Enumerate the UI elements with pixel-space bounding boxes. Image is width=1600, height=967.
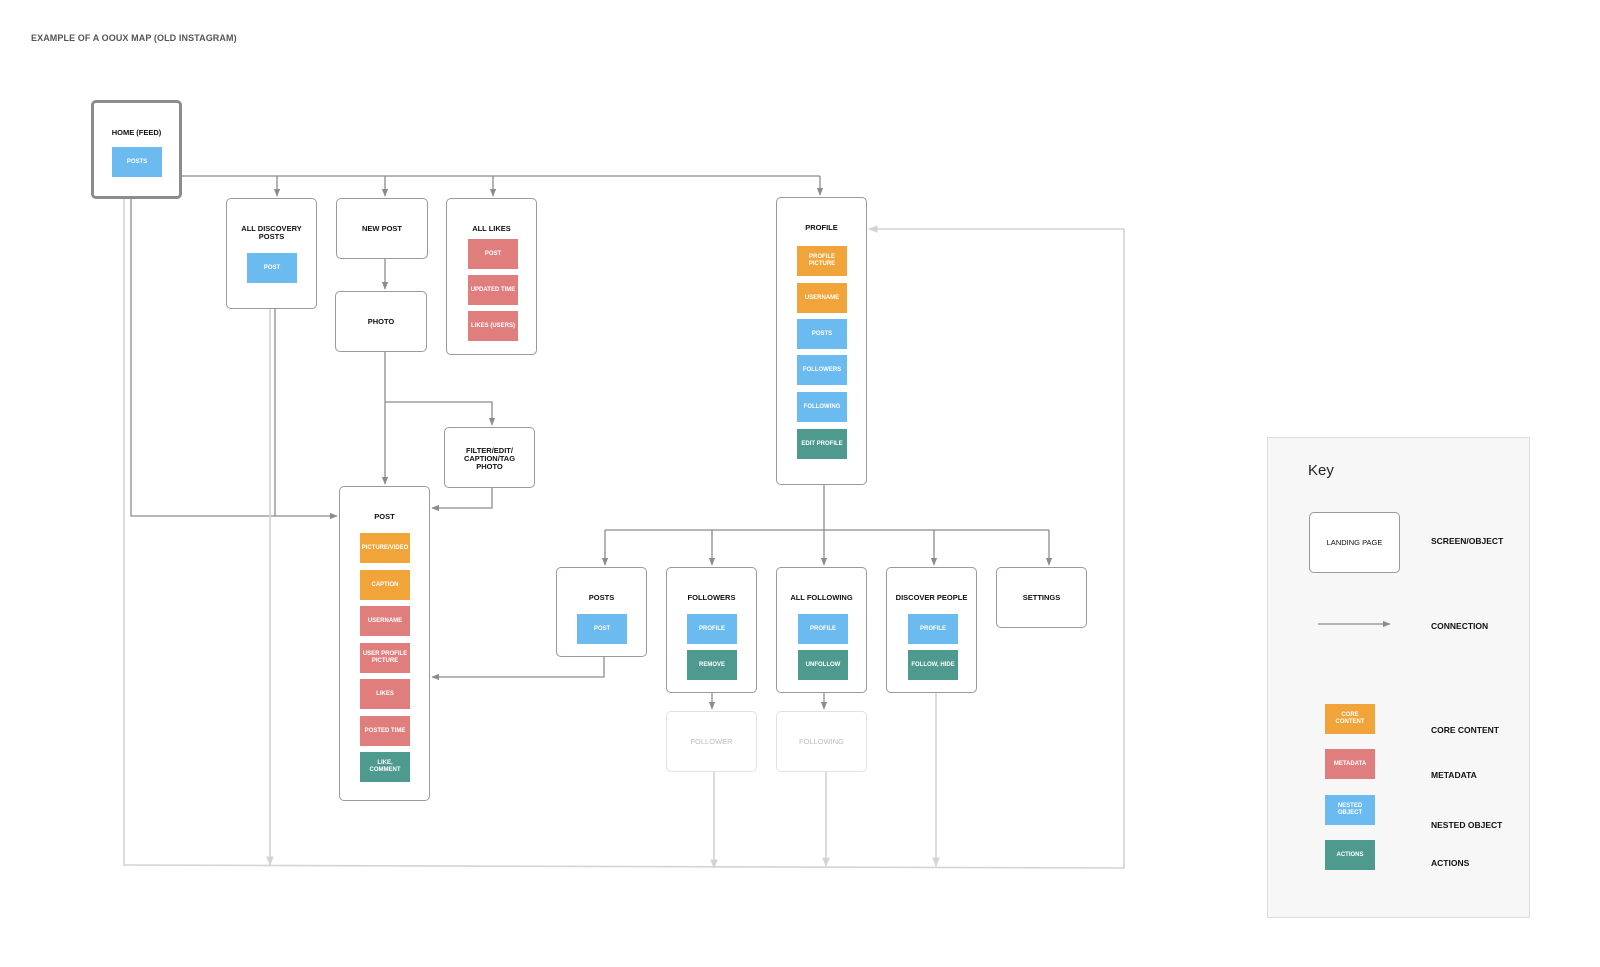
page-title: EXAMPLE OF A OOUX MAP (OLD INSTAGRAM): [31, 33, 237, 43]
key-label-connection: CONNECTION: [1431, 621, 1489, 631]
tile-profile-picture: PROFILE PICTURE: [797, 246, 847, 276]
box-title: HOME (FEED): [111, 128, 162, 137]
box-title: DISCOVER PEOPLE: [895, 593, 968, 602]
tile-username: USERNAME: [360, 606, 410, 636]
key-swatch-actions: ACTIONS: [1325, 840, 1375, 870]
conn-return-home: [123, 199, 1125, 869]
tile-edit-profile: EDIT PROFILE: [797, 429, 847, 459]
box-posts[interactable]: POSTS POST: [556, 567, 647, 657]
tile-follow-hide: FOLLOW, HIDE: [908, 650, 958, 680]
box-all-likes[interactable]: ALL LIKES POST UPDATED TIME LIKES (USERS…: [446, 198, 537, 355]
box-home-feed[interactable]: HOME (FEED) POSTS: [91, 100, 182, 199]
tile-user-profile-picture: USER PROFILE PICTURE: [360, 643, 410, 673]
box-all-following[interactable]: ALL FOLLOWING PROFILE UNFOLLOW: [776, 567, 867, 693]
box-title: ALL LIKES: [472, 224, 511, 233]
tile-profile: PROFILE: [908, 614, 958, 644]
box-title: FILTER/EDIT/ CAPTION/TAG PHOTO: [463, 446, 516, 471]
conn-posts-post: [431, 657, 605, 681]
key-label-nested-object: NESTED OBJECT: [1431, 820, 1503, 830]
box-title: POSTS: [588, 593, 615, 602]
tile-post: POST: [468, 239, 518, 269]
box-title: NEW POST: [361, 224, 402, 233]
box-title: ALL FOLLOWING: [790, 593, 853, 602]
tile-posts: POSTS: [112, 147, 162, 177]
box-title: SETTINGS: [1022, 593, 1061, 602]
tile-post: POST: [247, 253, 297, 283]
box-follower[interactable]: FOLLOWER: [666, 711, 757, 772]
key-label-screen-object: SCREEN/OBJECT: [1431, 536, 1504, 546]
box-title: FOLLOWERS: [687, 593, 736, 602]
box-profile[interactable]: PROFILE PROFILE PICTURE USERNAME POSTS F…: [776, 197, 867, 485]
tile-like-comment: LIKE, COMMENT: [360, 752, 410, 782]
box-following[interactable]: FOLLOWING: [776, 711, 867, 772]
box-followers[interactable]: FOLLOWERS PROFILE REMOVE: [666, 567, 757, 693]
tile-posted-time: POSTED TIME: [360, 716, 410, 746]
box-filter-edit-caption-tag-photo[interactable]: FILTER/EDIT/ CAPTION/TAG PHOTO: [444, 427, 535, 488]
key-label-metadata: METADATA: [1431, 770, 1477, 780]
key-panel: Key LANDING PAGE SCREEN/OBJECT CONNECTIO…: [1267, 437, 1530, 918]
tile-likes: LIKES: [360, 679, 410, 709]
tile-followers: FOLLOWERS: [797, 355, 847, 385]
tile-updated-time: UPDATED TIME: [468, 275, 518, 305]
box-title: LANDING PAGE: [1326, 538, 1383, 547]
key-landing-page-box: LANDING PAGE: [1309, 512, 1400, 573]
tile-likes-users: LIKES (USERS): [468, 311, 518, 341]
box-title: POST: [374, 512, 395, 521]
key-swatch-nested-object: NESTED OBJECT: [1325, 795, 1375, 825]
tile-remove: REMOVE: [687, 650, 737, 680]
tile-username: USERNAME: [797, 283, 847, 313]
box-title: PROFILE: [805, 223, 838, 232]
key-connection-arrow: [1318, 620, 1391, 628]
tile-following: FOLLOWING: [797, 392, 847, 422]
tile-post: POST: [577, 614, 627, 644]
tile-unfollow: UNFOLLOW: [798, 650, 848, 680]
box-title: ALL DISCOVERY POSTS: [241, 224, 302, 241]
key-label-actions: ACTIONS: [1431, 858, 1470, 868]
tile-posts: POSTS: [797, 319, 847, 349]
key-title: Key: [1308, 462, 1334, 479]
tile-profile: PROFILE: [687, 614, 737, 644]
tile-picture-video: PICTURE/VIDEO: [360, 533, 410, 563]
conn-home-post: [130, 199, 338, 520]
box-title: FOLLOWER: [690, 737, 733, 746]
tile-caption: CAPTION: [360, 570, 410, 600]
box-settings[interactable]: SETTINGS: [996, 567, 1087, 628]
box-new-post[interactable]: NEW POST: [336, 198, 428, 259]
key-swatch-metadata: METADATA: [1325, 749, 1375, 779]
box-all-discovery-posts[interactable]: ALL DISCOVERY POSTS POST: [226, 198, 317, 309]
box-title: PHOTO: [367, 317, 395, 326]
box-post[interactable]: POST PICTURE/VIDEO CAPTION USERNAME USER…: [339, 486, 430, 801]
box-photo[interactable]: PHOTO: [335, 291, 427, 352]
conn-filter-post: [431, 488, 493, 512]
key-label-core-content: CORE CONTENT: [1431, 725, 1499, 735]
tile-profile: PROFILE: [798, 614, 848, 644]
box-title: FOLLOWING: [798, 737, 844, 746]
box-discover-people[interactable]: DISCOVER PEOPLE PROFILE FOLLOW, HIDE: [886, 567, 977, 693]
conn-photo-filter: [385, 401, 496, 426]
key-swatch-core-content: CORE CONTENT: [1325, 704, 1375, 734]
